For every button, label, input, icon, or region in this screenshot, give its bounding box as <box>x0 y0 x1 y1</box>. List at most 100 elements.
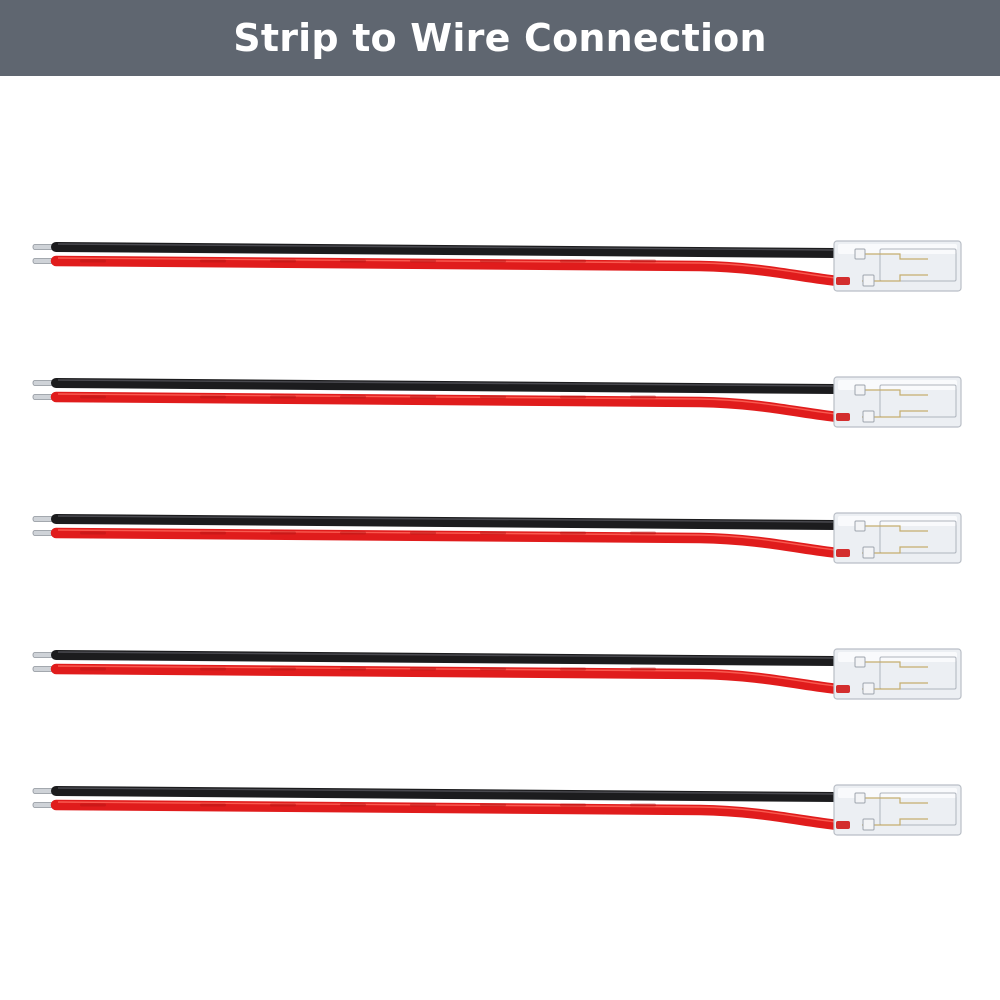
contact-pin-top <box>862 525 928 532</box>
clamp-block-top <box>854 792 866 804</box>
page-title: Strip to Wire Connection <box>233 16 767 60</box>
wire-print-mark <box>340 531 366 535</box>
wire-print-mark <box>560 667 586 671</box>
wire-print-mark <box>80 803 106 807</box>
red-wire <box>50 799 844 831</box>
wire-print-mark <box>410 395 436 399</box>
red-wire <box>50 663 844 695</box>
black-wire <box>51 242 840 258</box>
wire-print-mark <box>480 395 506 399</box>
wire-print-mark <box>480 531 506 535</box>
black-wire <box>51 786 840 802</box>
red-wire-highlight <box>57 393 837 415</box>
contact-pin-bottom <box>862 546 928 554</box>
cable-photo <box>32 240 962 836</box>
black-wire-highlight <box>57 651 834 659</box>
wire-print-mark <box>410 259 436 263</box>
wire-print-mark <box>560 395 586 399</box>
cables-group <box>32 240 962 836</box>
wire-print-mark <box>340 803 366 807</box>
wire-print-mark <box>270 803 296 807</box>
contact-pin-bottom <box>862 818 928 826</box>
clamp-block-bottom <box>862 546 875 559</box>
red-wire-end <box>836 821 850 829</box>
wire-print-mark <box>560 803 586 807</box>
contact-pin-top <box>862 389 928 396</box>
contact-pin-bottom <box>862 682 928 690</box>
wire-print-mark <box>270 395 296 399</box>
clamp-block-top <box>854 520 866 532</box>
red-wire-end <box>836 277 850 285</box>
wire-print-mark <box>200 803 226 807</box>
red-wire <box>50 255 844 287</box>
wire-print-mark <box>200 395 226 399</box>
wire-print-mark <box>80 531 106 535</box>
wire-print-mark <box>270 667 296 671</box>
wire-print-mark <box>560 259 586 263</box>
clamp-block-top <box>854 248 866 260</box>
red-wire-highlight <box>57 801 837 823</box>
clamp-block-top <box>854 656 866 668</box>
wire-print-mark <box>340 667 366 671</box>
black-wire-highlight <box>57 515 834 523</box>
wire-print-mark <box>630 667 656 671</box>
wire-print-mark <box>410 667 436 671</box>
wire-print-mark <box>630 531 656 535</box>
wire-print-mark <box>80 259 106 263</box>
cable-assembly <box>32 240 962 292</box>
wire-print-mark <box>480 667 506 671</box>
contact-pin-top <box>862 661 928 668</box>
cable-assembly <box>32 512 962 564</box>
connector-window <box>879 520 957 554</box>
clamp-block-bottom <box>862 274 875 287</box>
red-wire-highlight <box>57 665 837 687</box>
connector-window <box>879 656 957 690</box>
clamp-block-bottom <box>862 682 875 695</box>
connector-window <box>879 384 957 418</box>
wire-print-mark <box>80 667 106 671</box>
clamp-block-top <box>854 384 866 396</box>
wire-print-mark <box>340 395 366 399</box>
wire-print-mark <box>340 259 366 263</box>
connector-window <box>879 792 957 826</box>
cable-assembly <box>32 648 962 700</box>
connector-window <box>879 248 957 282</box>
wire-print-mark <box>200 259 226 263</box>
wire-print-mark <box>200 531 226 535</box>
clamp-block-bottom <box>862 410 875 423</box>
black-wire <box>51 514 840 530</box>
clamp-block-bottom <box>862 818 875 831</box>
title-banner: Strip to Wire Connection <box>0 0 1000 76</box>
wire-print-mark <box>480 803 506 807</box>
red-wire <box>50 391 844 423</box>
wire-print-mark <box>200 667 226 671</box>
wire-print-mark <box>80 395 106 399</box>
wire-print-mark <box>480 259 506 263</box>
contact-pin-top <box>862 797 928 804</box>
red-wire-end <box>836 685 850 693</box>
wire-print-mark <box>630 395 656 399</box>
wire-print-mark <box>630 259 656 263</box>
black-wire-highlight <box>57 243 834 251</box>
wire-print-mark <box>270 259 296 263</box>
wire-print-mark <box>410 803 436 807</box>
red-wire-end <box>836 413 850 421</box>
black-wire-highlight <box>57 379 834 387</box>
cable-assembly <box>32 376 962 428</box>
black-wire <box>51 650 840 666</box>
contact-pin-bottom <box>862 410 928 418</box>
wire-print-mark <box>560 531 586 535</box>
contact-pin-bottom <box>862 274 928 282</box>
cable-assembly <box>32 784 962 836</box>
black-wire <box>51 378 840 394</box>
red-wire-end <box>836 549 850 557</box>
wire-print-mark <box>270 531 296 535</box>
wire-print-mark <box>410 531 436 535</box>
wire-print-mark <box>630 803 656 807</box>
contact-pin-top <box>862 253 928 260</box>
black-wire-highlight <box>57 787 834 795</box>
red-wire-highlight <box>57 257 837 279</box>
red-wire <box>50 527 844 559</box>
red-wire-highlight <box>57 529 837 551</box>
